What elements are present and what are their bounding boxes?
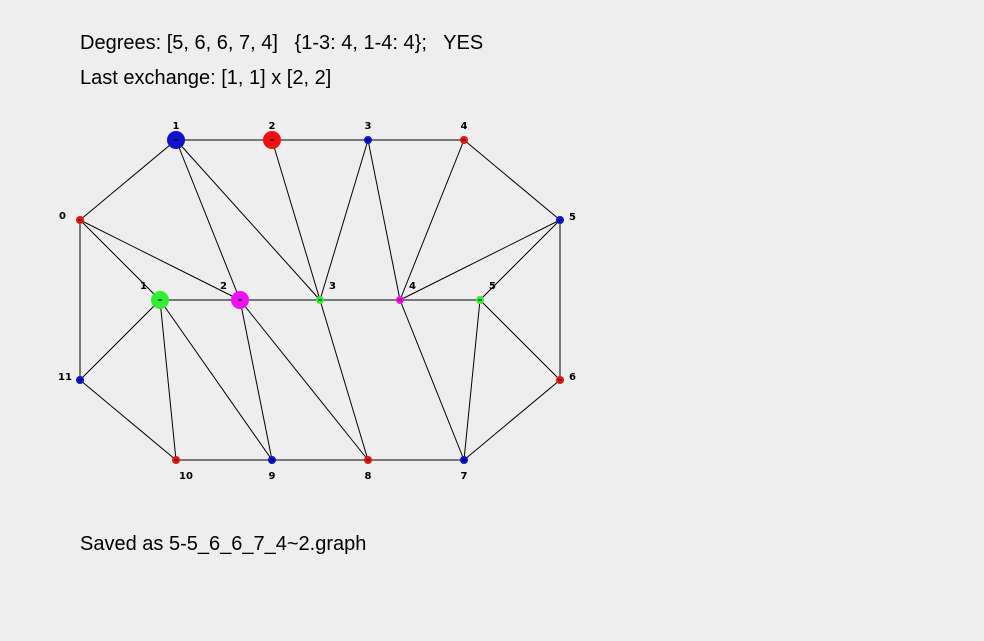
edge-o6-i5 xyxy=(479,299,561,381)
node-label: 6 xyxy=(569,372,576,383)
graph-node-i1[interactable]: 1 xyxy=(140,281,169,309)
node-label: 5 xyxy=(489,281,496,292)
node-label: 1 xyxy=(140,281,147,292)
edge-o11-i1 xyxy=(79,299,161,381)
graph-node-o2[interactable]: 2 xyxy=(263,121,281,149)
edge-o9-i2 xyxy=(239,299,273,461)
node-label: 4 xyxy=(461,121,468,132)
node-label: 3 xyxy=(365,121,372,132)
graph-node-o8[interactable]: 8 xyxy=(364,456,372,482)
node-label: 2 xyxy=(220,281,227,292)
edge-o8-i3 xyxy=(319,299,369,461)
node-label: 7 xyxy=(461,471,468,482)
edge-o8-i2 xyxy=(239,299,369,461)
graph-node-o1[interactable]: 1 xyxy=(167,121,185,149)
last-exchange-line: Last exchange: [1, 1] x [2, 2] xyxy=(80,67,332,89)
node-label: 10 xyxy=(179,471,193,482)
edge-o2-i3 xyxy=(271,139,321,301)
edge-o7-i4 xyxy=(399,299,465,461)
node-label: 1 xyxy=(173,121,180,132)
graph-node-o9[interactable]: 9 xyxy=(268,456,276,482)
node-label: 4 xyxy=(409,281,416,292)
graph-node-o11[interactable]: 11 xyxy=(58,372,84,384)
saved-filename-line: Saved as 5-5_6_6_7_4~2.graph xyxy=(80,533,367,555)
node-label: 2 xyxy=(269,121,276,132)
edge-o10-i1 xyxy=(159,299,177,461)
graph-node-i4[interactable]: 4 xyxy=(396,281,416,304)
edges-layer xyxy=(79,139,561,461)
graph-node-o0[interactable]: 0 xyxy=(59,211,84,224)
edge-o0-o1 xyxy=(79,139,177,221)
edge-o7-i5 xyxy=(463,299,481,461)
node-label: 3 xyxy=(329,281,336,292)
node-label: 9 xyxy=(269,471,276,482)
node-label: 0 xyxy=(59,211,66,222)
graph-node-o4[interactable]: 4 xyxy=(460,121,468,144)
edge-o0-i2 xyxy=(79,219,241,301)
graph-node-o6[interactable]: 6 xyxy=(556,372,576,384)
graph-node-i2[interactable]: 2 xyxy=(220,281,249,309)
edge-o9-i1 xyxy=(159,299,273,461)
graph-node-i3[interactable]: 3 xyxy=(316,281,336,304)
edge-o4-o5 xyxy=(463,139,561,221)
edge-o1-i3 xyxy=(175,139,321,301)
edge-o4-i4 xyxy=(399,139,465,301)
edge-o0-i1 xyxy=(79,219,161,301)
edge-o10-o11 xyxy=(79,379,177,461)
graph-node-o7[interactable]: 7 xyxy=(460,456,468,482)
edge-o5-i4 xyxy=(399,219,561,301)
node-label: 5 xyxy=(569,212,576,223)
graph-node-i5[interactable]: 5 xyxy=(476,281,496,304)
edge-o6-o7 xyxy=(463,379,561,461)
node-label: 11 xyxy=(58,372,72,383)
graph-node-o5[interactable]: 5 xyxy=(556,212,576,224)
graph-node-o3[interactable]: 3 xyxy=(364,121,372,144)
edge-o1-i2 xyxy=(175,139,241,301)
degrees-status-line: Degrees: [5, 6, 6, 7, 4] {1-3: 4, 1-4: 4… xyxy=(80,32,484,54)
edge-o5-i5 xyxy=(479,219,561,301)
edge-o3-i3 xyxy=(319,139,369,301)
graph-node-o10[interactable]: 10 xyxy=(172,456,193,482)
edge-o3-i4 xyxy=(367,139,401,301)
node-label: 8 xyxy=(365,471,372,482)
